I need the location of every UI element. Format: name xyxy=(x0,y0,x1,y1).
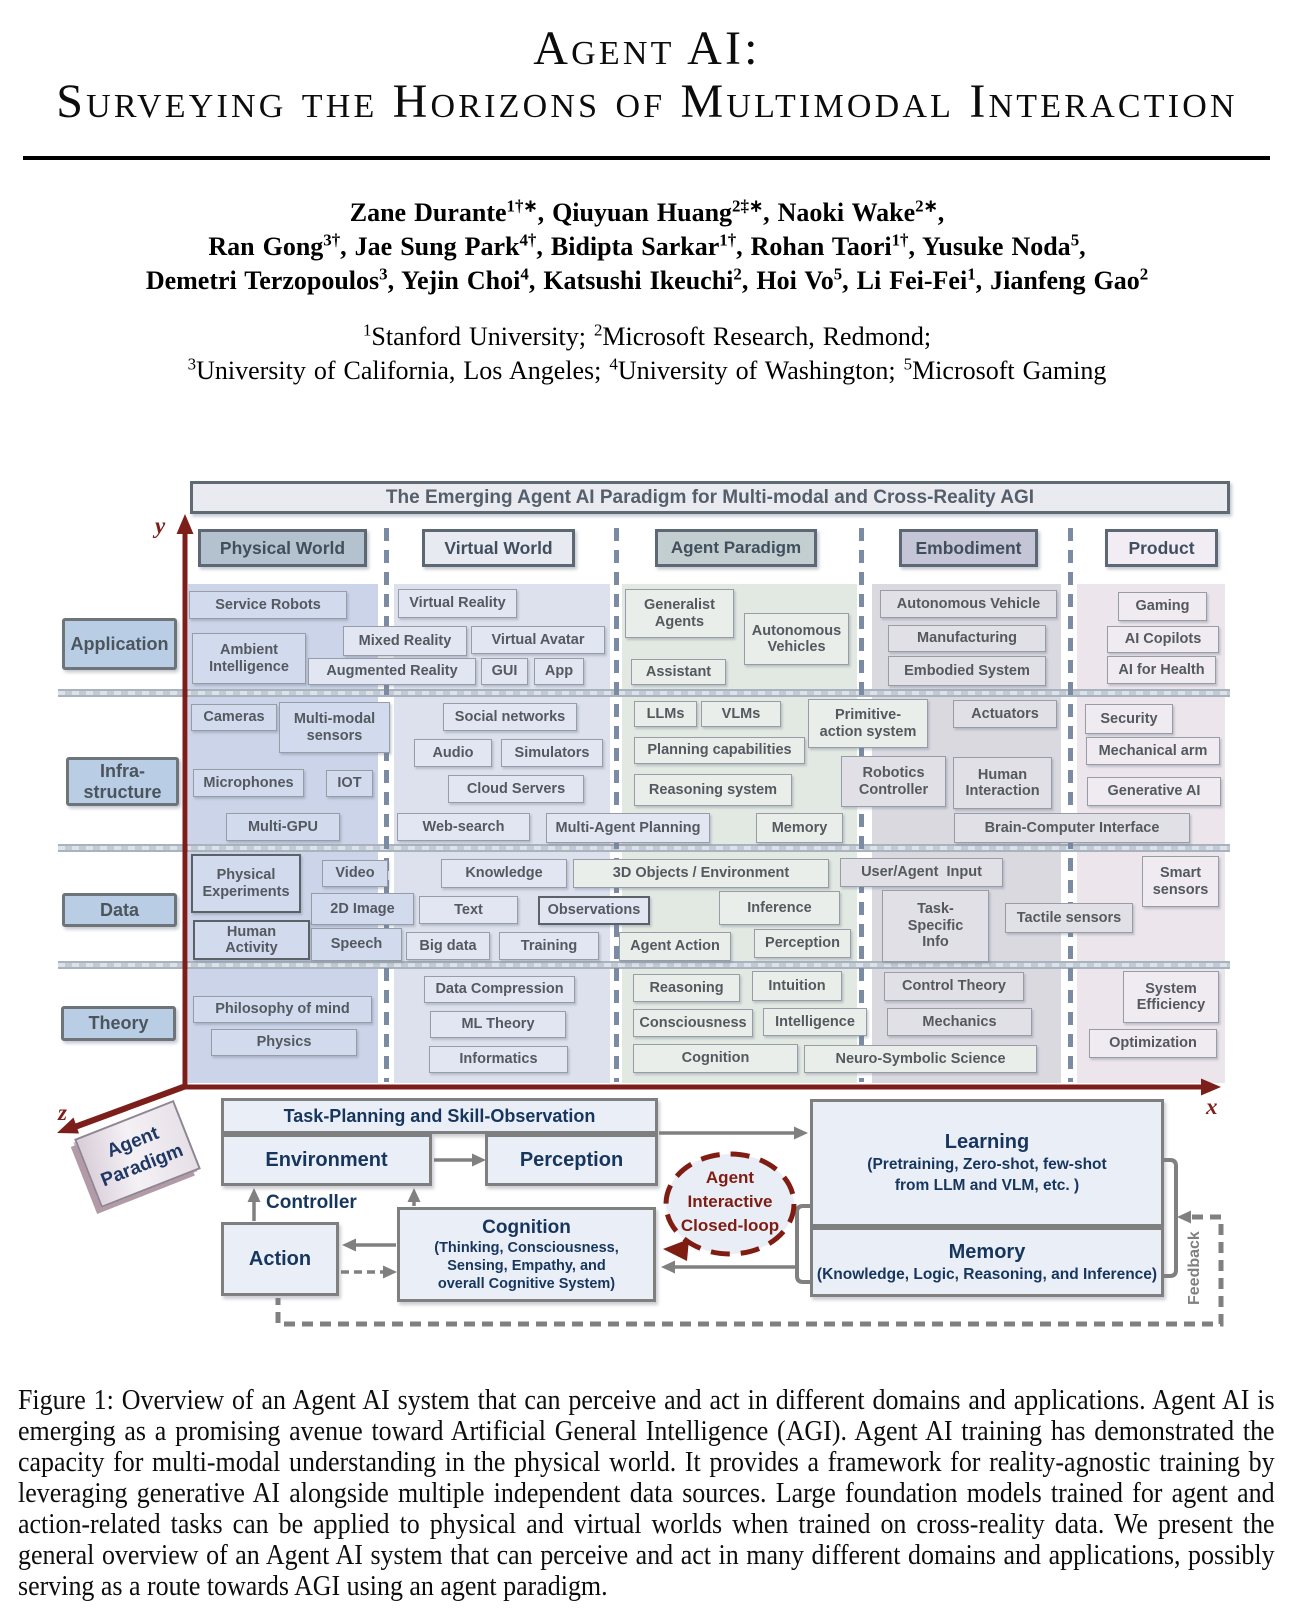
svg-text:z: z xyxy=(57,1100,67,1125)
svg-text:x: x xyxy=(1205,1094,1218,1119)
svg-text:y: y xyxy=(152,513,166,538)
